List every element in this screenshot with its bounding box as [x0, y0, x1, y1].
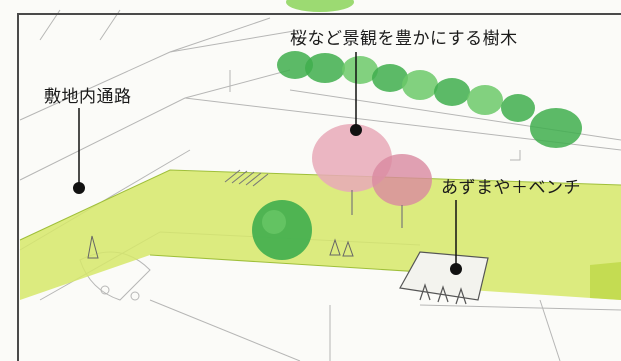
- label-site-road: 敷地内通路: [44, 87, 132, 107]
- label-landscape-trees: 桜など景観を豊かにする樹木: [290, 29, 518, 49]
- marker-dot-icon: [73, 182, 85, 194]
- gazebo: [399, 251, 489, 305]
- label-gazebo-bench: あずまや＋ベンチ: [441, 178, 581, 198]
- marker-dot-icon: [350, 124, 362, 136]
- top-accent-shape: [286, 0, 354, 12]
- cherry-trees: [312, 124, 432, 228]
- hatch-patch: [224, 169, 269, 187]
- round-tree: [252, 200, 312, 260]
- callout-lines: [78, 52, 457, 268]
- tree-row: [277, 51, 582, 148]
- bench-figures: [87, 235, 354, 259]
- marker-dot-icon: [450, 263, 462, 275]
